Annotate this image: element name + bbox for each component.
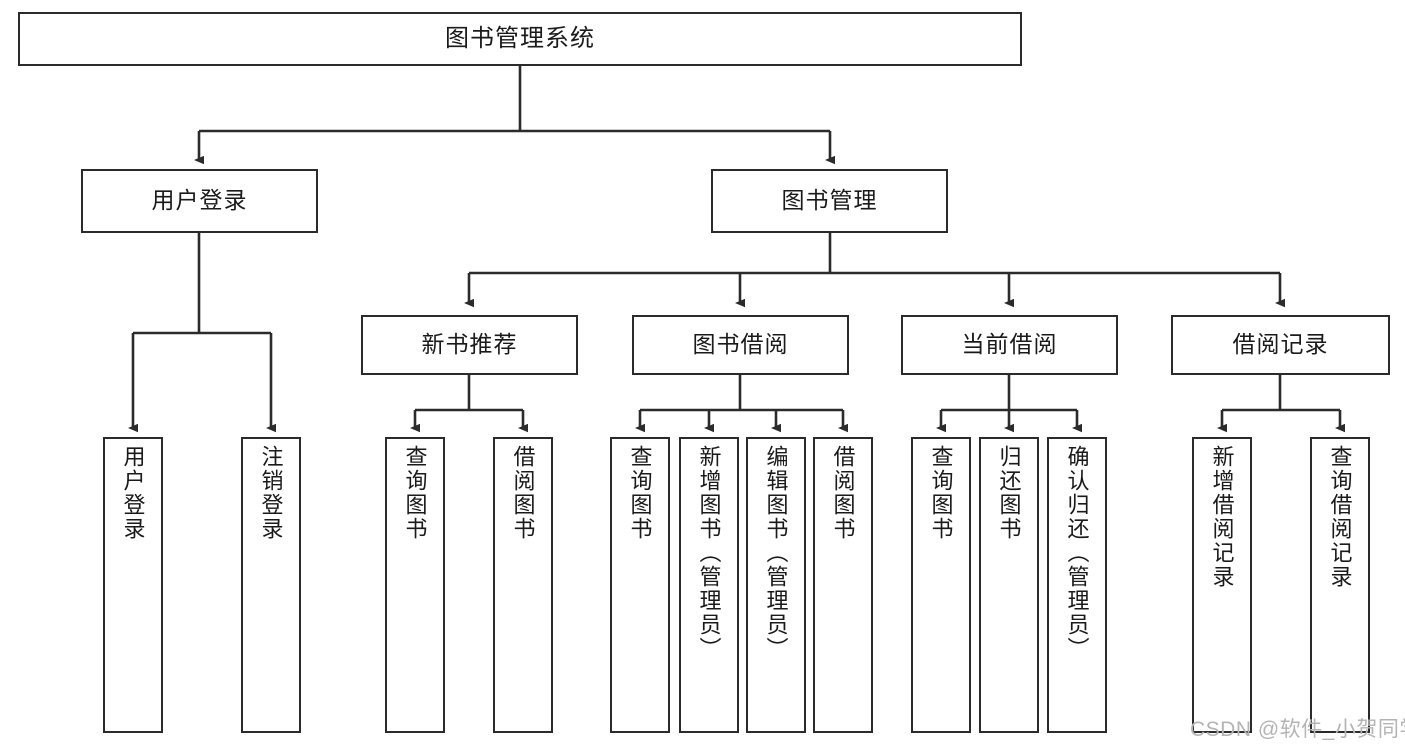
node-leaf-query-book-current[interactable]: 查询图书 bbox=[911, 437, 971, 733]
node-leaf-add-book-admin[interactable]: 新增图书（管理员） bbox=[679, 437, 739, 733]
node-leaf-query-borrow-record[interactable]: 查询借阅记录 bbox=[1310, 437, 1370, 733]
node-label: 查询图书 bbox=[928, 445, 954, 541]
node-label: 查询图书 bbox=[627, 445, 653, 541]
node-label: 新书推荐 bbox=[421, 331, 518, 358]
node-label: 归还图书 bbox=[996, 445, 1022, 541]
node-label: 新增借阅记录 bbox=[1209, 445, 1235, 589]
node-label: 当前借阅 bbox=[961, 331, 1058, 358]
node-leaf-add-borrow-record[interactable]: 新增借阅记录 bbox=[1192, 437, 1252, 733]
node-new-book-recommend[interactable]: 新书推荐 bbox=[361, 315, 578, 375]
node-label: 编辑图书（管理员） bbox=[763, 445, 789, 661]
node-leaf-logout-login[interactable]: 注销登录 bbox=[241, 437, 301, 733]
node-label: 查询借阅记录 bbox=[1327, 445, 1353, 589]
node-label: 注销登录 bbox=[258, 445, 284, 541]
node-leaf-confirm-return-admin[interactable]: 确认归还（管理员） bbox=[1047, 437, 1107, 733]
node-label: 借阅图书 bbox=[510, 445, 536, 541]
node-user-login[interactable]: 用户登录 bbox=[81, 169, 318, 233]
node-leaf-user-login[interactable]: 用户登录 bbox=[103, 437, 163, 733]
node-label: 借阅记录 bbox=[1232, 331, 1329, 358]
node-book-management[interactable]: 图书管理 bbox=[711, 169, 948, 233]
node-label: 图书管理 bbox=[781, 187, 878, 214]
node-label: 图书管理系统 bbox=[445, 24, 595, 52]
node-label: 确认归还（管理员） bbox=[1064, 445, 1090, 661]
node-current-borrow[interactable]: 当前借阅 bbox=[901, 315, 1118, 375]
node-leaf-borrow-book-recommend[interactable]: 借阅图书 bbox=[493, 437, 553, 733]
node-leaf-edit-book-admin[interactable]: 编辑图书（管理员） bbox=[746, 437, 806, 733]
node-label: 查询图书 bbox=[402, 445, 428, 541]
node-root-book-management-system[interactable]: 图书管理系统 bbox=[18, 12, 1022, 66]
node-leaf-return-book[interactable]: 归还图书 bbox=[979, 437, 1039, 733]
node-label: 借阅图书 bbox=[830, 445, 856, 541]
node-label: 用户登录 bbox=[120, 445, 146, 541]
csdn-watermark: CSDN @软件_小贺同学 bbox=[1190, 718, 1405, 741]
node-label: 图书借阅 bbox=[692, 331, 789, 358]
node-label: 新增图书（管理员） bbox=[696, 445, 722, 661]
node-book-borrow[interactable]: 图书借阅 bbox=[632, 315, 849, 375]
node-leaf-query-book-recommend[interactable]: 查询图书 bbox=[385, 437, 445, 733]
node-leaf-query-book-borrow[interactable]: 查询图书 bbox=[610, 437, 670, 733]
node-label: 用户登录 bbox=[151, 187, 248, 214]
node-borrow-record[interactable]: 借阅记录 bbox=[1171, 315, 1390, 375]
node-leaf-borrow-book-borrow[interactable]: 借阅图书 bbox=[813, 437, 873, 733]
